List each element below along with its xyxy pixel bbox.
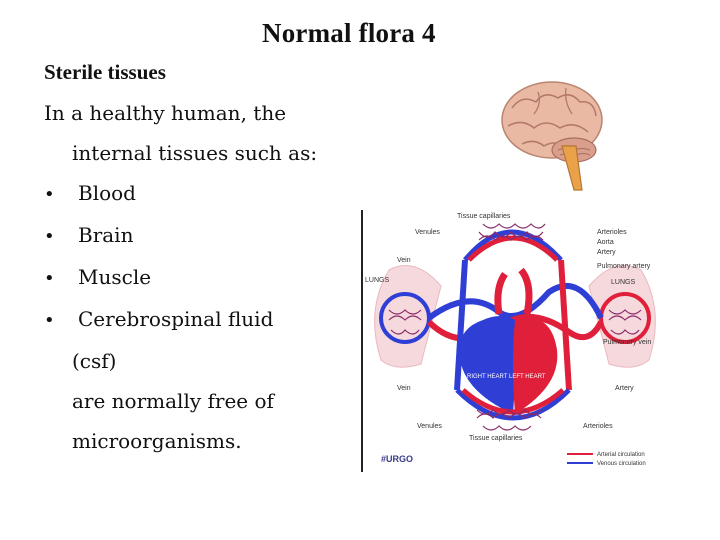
top-venous-loop xyxy=(463,229,563,262)
circulation-diagram: Tissue capillaries Venules Arterioles Ao… xyxy=(361,210,669,472)
right-lung xyxy=(588,265,656,368)
label-tissue-capillaries-bottom: Tissue capillaries xyxy=(469,435,523,442)
left-heart xyxy=(513,318,558,414)
circulation-icon: Tissue capillaries Venules Arterioles Ao… xyxy=(361,210,669,472)
top-capillaries xyxy=(478,223,546,241)
continuation-line-2: are normally free of xyxy=(72,389,274,413)
legend-venous-label: Venous circulation xyxy=(597,461,646,467)
continuation-line-1: (csf) xyxy=(72,349,117,373)
bullet-icon: • xyxy=(44,268,55,289)
label-pulmonary-vein: Pulmonary vein xyxy=(603,339,651,346)
bullet-item-blood: • Blood xyxy=(44,173,364,215)
left-lung xyxy=(374,265,442,368)
bullet-text: Cerebrospinal fluid xyxy=(78,307,274,331)
bullet-text: Muscle xyxy=(78,265,152,289)
label-venules-top: Venules xyxy=(415,229,440,236)
bullet-icon: • xyxy=(44,184,55,205)
label-artery-top: Artery xyxy=(597,249,616,256)
label-lungs-left: LUNGS xyxy=(365,277,389,284)
intro-line-1: In a healthy human, the xyxy=(44,101,287,125)
section-subheading: Sterile tissues xyxy=(44,60,166,84)
bullet-icon: • xyxy=(44,226,55,247)
label-left-heart: LEFT HEART xyxy=(509,374,546,380)
label-lungs-right: LUNGS xyxy=(611,279,635,286)
brain-icon xyxy=(501,81,603,191)
intro-line-2: internal tissues such as: xyxy=(72,141,318,165)
bullet-item-brain: • Brain xyxy=(44,215,364,257)
bottom-capillaries xyxy=(476,409,542,431)
brain-illustration xyxy=(478,68,638,198)
artery-vessel xyxy=(558,259,572,391)
label-right-heart: RIGHT HEART xyxy=(467,374,508,380)
brand-logo: #URGO xyxy=(381,454,413,464)
label-aorta: Aorta xyxy=(597,239,614,246)
legend-arterial-label: Arterial circulation xyxy=(597,452,645,458)
aorta-vessel xyxy=(494,267,533,315)
label-vein-top: Vein xyxy=(397,257,411,264)
bullet-item-muscle: • Muscle xyxy=(44,257,364,299)
slide-body: In a healthy human, the internal tissues… xyxy=(44,93,364,461)
label-arterioles-bottom: Arterioles xyxy=(583,423,613,430)
label-arterioles-top: Arterioles xyxy=(597,229,627,236)
bullet-item-csf: • Cerebrospinal fluid xyxy=(44,299,364,341)
bullet-text: Brain xyxy=(78,223,134,247)
right-heart xyxy=(459,316,516,414)
label-pulmonary-artery: Pulmonary artery xyxy=(597,263,651,270)
label-vein-bottom: Vein xyxy=(397,385,411,392)
continuation-line-3: microorganisms. xyxy=(72,429,242,453)
vein-vessel xyxy=(454,259,468,391)
label-artery-bottom: Artery xyxy=(615,385,634,392)
bullet-text: Blood xyxy=(78,181,136,205)
label-tissue-capillaries-top: Tissue capillaries xyxy=(457,213,511,220)
bottom-arterial-loop xyxy=(461,388,565,415)
label-venules-bottom: Venules xyxy=(417,423,442,430)
bottom-venous-loop xyxy=(455,388,571,421)
bullet-icon: • xyxy=(44,310,55,331)
slide-title: Normal flora 4 xyxy=(262,18,436,48)
